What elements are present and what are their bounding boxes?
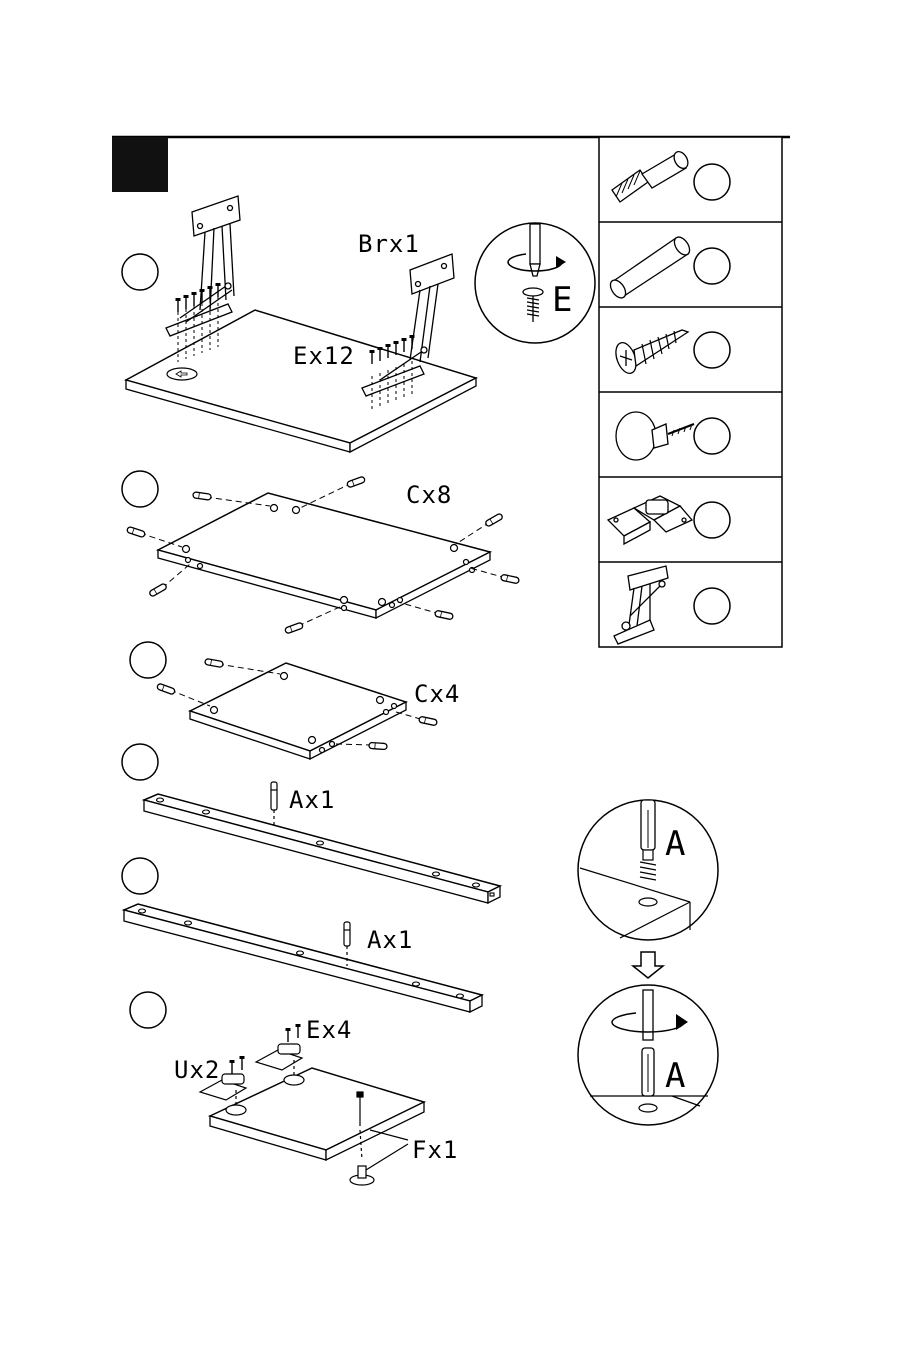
lift-bracket-left xyxy=(166,196,240,336)
legend-marker-6 xyxy=(694,588,730,624)
sub-step-4 xyxy=(122,744,500,903)
cam-bolt-rail-1 xyxy=(271,782,277,828)
hinge-right xyxy=(256,1044,302,1078)
sub-step-1-marker xyxy=(122,254,158,290)
sub-step-4-marker xyxy=(122,744,158,780)
sub-step-2 xyxy=(122,471,519,634)
cam-bolt-rail-1-quantity-label: Ax1 xyxy=(289,786,335,814)
dowels-panel-1-quantity-label: Cx8 xyxy=(406,481,452,509)
legend-marker-3 xyxy=(694,332,730,368)
bracket-screws-quantity-label: Ex12 xyxy=(293,342,355,370)
step-badge xyxy=(112,137,168,192)
cam-bolt-detail-bottom xyxy=(578,985,718,1125)
brackets-quantity-label: Brx1 xyxy=(358,230,420,258)
legend-marker-5 xyxy=(694,502,730,538)
down-arrow-icon xyxy=(633,952,663,978)
sub-step-2-marker xyxy=(122,471,158,507)
sub-step-3-marker xyxy=(130,642,166,678)
hinges-quantity-label: Ux2 xyxy=(174,1056,220,1084)
sub-step-3 xyxy=(130,642,437,759)
sub-step-6 xyxy=(130,992,424,1185)
screw-detail-callout xyxy=(475,223,595,343)
dowels-panel-2-quantity-label: Cx4 xyxy=(414,680,460,708)
hinge-screws-quantity-label: Ex4 xyxy=(306,1016,352,1044)
parts-legend xyxy=(599,137,782,647)
knob-quantity-label: Fx1 xyxy=(412,1136,458,1164)
cam-bolt-bottom-letter: A xyxy=(665,1056,686,1096)
screw-detail-letter: E xyxy=(552,280,573,320)
legend-marker-2 xyxy=(694,248,730,284)
sub-step-5-marker xyxy=(122,858,158,894)
cam-bolt-top-letter: A xyxy=(665,824,686,864)
cam-bolt-detail-top xyxy=(578,800,718,940)
sub-step-6-marker xyxy=(130,992,166,1028)
cam-bolt-rail-2-quantity-label: Ax1 xyxy=(367,926,413,954)
legend-marker-4 xyxy=(694,418,730,454)
legend-marker-1 xyxy=(694,164,730,200)
